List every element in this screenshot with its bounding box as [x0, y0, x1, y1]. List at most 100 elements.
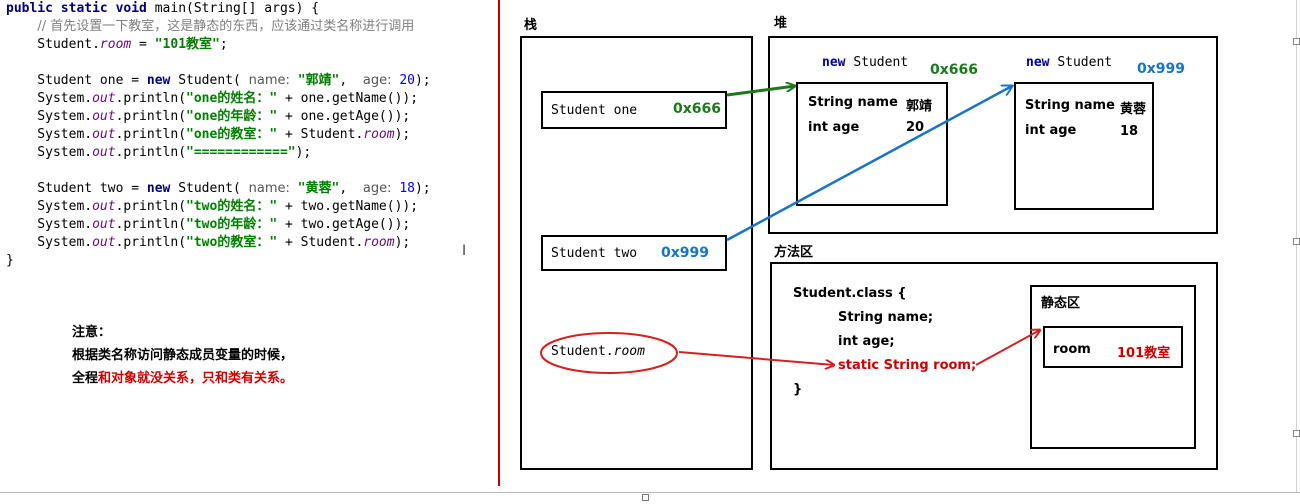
class-field-name: String name;: [838, 310, 934, 325]
code-token: out: [92, 235, 116, 250]
note-block: 注意： 根据类名称访问静态成员变量的时候， 全程和对象就没关系，只和类有关系。: [72, 321, 293, 390]
heap-obj2-address: 0x999: [1137, 61, 1185, 77]
code-token: room: [363, 235, 395, 250]
class-header: Student.class {: [793, 286, 907, 301]
code-token: System.: [6, 145, 93, 160]
stack-var-one-address: 0x666: [673, 101, 721, 117]
code-line: System.out.println("============");: [6, 144, 311, 162]
heap-obj2-new: new Student: [1026, 55, 1112, 70]
code-line: }: [6, 252, 14, 270]
code-token: Student two =: [6, 181, 147, 196]
code-token: "two的教室：": [186, 235, 278, 250]
code-token: // 首先设置一下教室，这是静态的东西，应该通过类名称进行调用: [37, 19, 415, 34]
stack-var-two-address: 0x999: [661, 245, 709, 261]
heap-obj1-name-value: 郭靖: [906, 99, 933, 114]
code-token: main(String[] args) {: [154, 1, 320, 16]
code-line: System.out.println("two的教室：" + Student.r…: [6, 234, 410, 252]
code-token: =: [131, 37, 155, 52]
room-ref-ellipse: [540, 332, 678, 374]
code-token: public static void: [6, 1, 155, 16]
static-room-box: room 101教室: [1043, 326, 1183, 368]
arrow-one-to-obj1: [726, 86, 795, 97]
code-token: + Student.: [277, 127, 364, 142]
static-room-value: 101教室: [1117, 346, 1171, 361]
code-token: );: [394, 235, 411, 250]
red-divider: [498, 0, 500, 486]
heap-obj2-new-keyword: new: [1026, 55, 1050, 70]
code-token: "============": [186, 145, 296, 160]
code-token: );: [414, 73, 431, 88]
arrow-two-to-obj2: [726, 86, 1012, 242]
code-token: System.: [6, 91, 93, 106]
code-token: "one的年龄：": [186, 109, 278, 124]
code-token: 18: [399, 181, 415, 196]
note-line-2-black: 全程: [72, 371, 99, 386]
code-token: System.: [6, 199, 93, 214]
code-token: Student one =: [6, 73, 147, 88]
code-token: .println(: [115, 235, 187, 250]
code-token: .println(: [115, 145, 187, 160]
arrow-room-to-static-field: [678, 351, 834, 365]
code-token: new: [146, 73, 171, 88]
code-line: System.out.println("two的姓名：" + two.getNa…: [6, 198, 418, 216]
code-token: age:: [362, 73, 392, 88]
code-token: name:: [248, 73, 290, 88]
stack-static-ref-field: room: [613, 344, 645, 359]
right-edge-line: [1296, 0, 1297, 492]
heap-obj2: String name 黄蓉 int age 18: [1014, 82, 1154, 210]
code-token: + two.getAge());: [277, 217, 411, 232]
code-token: out: [92, 217, 116, 232]
code-token: "two的姓名：": [186, 199, 278, 214]
code-token: .println(: [115, 199, 187, 214]
heap-obj2-name-label: String name: [1025, 98, 1115, 113]
code-token: "one的教室：": [186, 127, 278, 142]
stack-var-two: Student two 0x999: [541, 235, 727, 271]
code-token: out: [92, 127, 116, 142]
static-room-label: room: [1053, 342, 1091, 357]
resize-handle-bottom-center[interactable]: [642, 494, 649, 501]
code-token: System.: [6, 109, 93, 124]
heap-obj1: String name 郭靖 int age 20: [796, 82, 948, 206]
code-line: // 首先设置一下教室，这是静态的东西，应该通过类名称进行调用: [6, 18, 414, 36]
stack-var-one: Student one 0x666: [541, 91, 727, 129]
code-token: );: [394, 127, 411, 142]
static-area-title: 静态区: [1041, 296, 1081, 311]
code-line: Student two = new Student( name: "黄蓉", a…: [6, 180, 430, 198]
arrow-static-field-to-static-area: [975, 330, 1040, 366]
code-token: }: [6, 253, 14, 268]
code-token: "郭靖": [297, 73, 340, 88]
heap-obj1-new: new Student: [822, 55, 908, 70]
code-token: out: [92, 145, 116, 160]
stack-static-ref: Student.room: [551, 344, 645, 359]
code-token: room: [99, 37, 132, 52]
code-token: age:: [362, 181, 392, 196]
code-token: + two.getName());: [277, 199, 419, 214]
code-line: System.out.println("one的姓名：" + one.getNa…: [6, 90, 418, 108]
code-token: "101教室": [154, 37, 220, 52]
code-token: name:: [248, 181, 290, 196]
code-line: Student.room = "101教室";: [6, 36, 227, 54]
heap-obj2-new-class: Student: [1057, 55, 1113, 70]
code-line: public static void main(String[] args) {: [6, 0, 319, 18]
code-token: out: [92, 91, 116, 106]
code-token: new: [146, 181, 171, 196]
note-title: 注意：: [72, 325, 112, 340]
code-editor[interactable]: public static void main(String[] args) {…: [6, 0, 498, 280]
class-field-static-room: static String room;: [838, 358, 977, 373]
code-line: System.out.println("one的年龄：" + one.getAg…: [6, 108, 410, 126]
heap-obj2-name-value: 黄蓉: [1120, 102, 1147, 117]
code-token: System.: [6, 127, 93, 142]
code-token: .println(: [115, 91, 187, 106]
stack-var-two-label: Student two: [551, 246, 638, 261]
note-line-1: 根据类名称访问静态成员变量的时候，: [72, 348, 294, 363]
code-line: System.out.println("two的年龄：" + two.getAg…: [6, 216, 410, 234]
heap-obj1-age-label: int age: [808, 120, 860, 135]
code-token: + one.getAge());: [277, 109, 411, 124]
code-token: ,: [339, 73, 363, 88]
code-token: .println(: [115, 217, 187, 232]
code-token: ,: [339, 181, 363, 196]
class-field-age: int age;: [838, 334, 895, 349]
heap-obj1-address: 0x666: [930, 62, 978, 78]
heap-obj1-age-value: 20: [906, 120, 925, 135]
